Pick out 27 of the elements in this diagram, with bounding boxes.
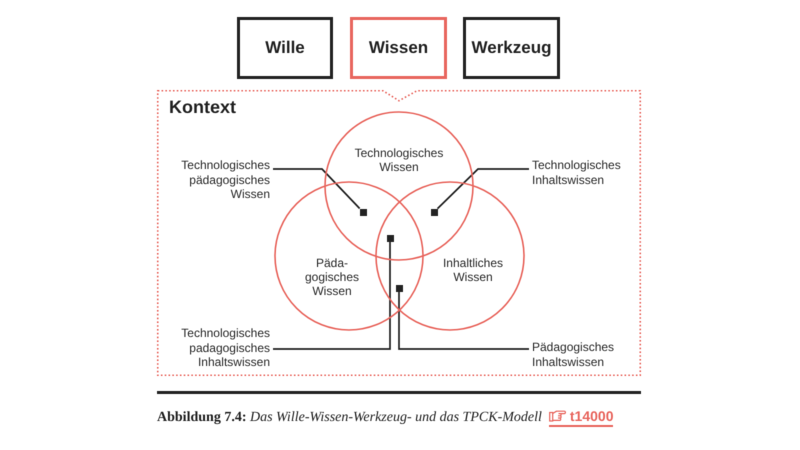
circle-label: Technologisches Wissen	[354, 146, 444, 174]
leader-label: Technologisches pädagogisches Wissen	[181, 158, 270, 202]
square-marker-icon	[430, 208, 438, 216]
concept-box	[237, 17, 333, 79]
leader-line	[436, 168, 529, 210]
square-marker-icon	[386, 234, 394, 242]
venn-circle	[274, 181, 424, 331]
concept-box	[350, 17, 447, 79]
box-label: Wille	[265, 38, 305, 58]
square-marker-icon	[360, 208, 366, 216]
box-label: Werkzeug	[472, 38, 552, 58]
leader-label: Technologisches Inhaltswissen	[532, 158, 621, 187]
figure-caption: Abbildung 7.4: Das Wille-Wissen-Werkzeug- und das TPCK-Modell	[157, 408, 542, 426]
venn-circle	[375, 181, 525, 331]
leader-line	[273, 168, 360, 210]
leader-label: Technologisches padagogisches Inhaltswissen	[181, 326, 270, 370]
circle-label: Inhaltliches Wissen	[442, 256, 504, 284]
concept-box	[463, 17, 560, 79]
square-marker-icon	[396, 284, 402, 292]
context-panel	[157, 90, 641, 376]
reference-link: t14000	[548, 408, 614, 427]
leader-line	[273, 242, 391, 350]
leader-label: Pädagogisches Inhaltswissen	[532, 340, 614, 369]
leader-line	[398, 292, 529, 350]
box-label: Wissen	[368, 38, 428, 58]
circle-label: Päda- gogisches Wissen	[304, 256, 360, 298]
panel-heading: Kontext	[169, 96, 236, 118]
